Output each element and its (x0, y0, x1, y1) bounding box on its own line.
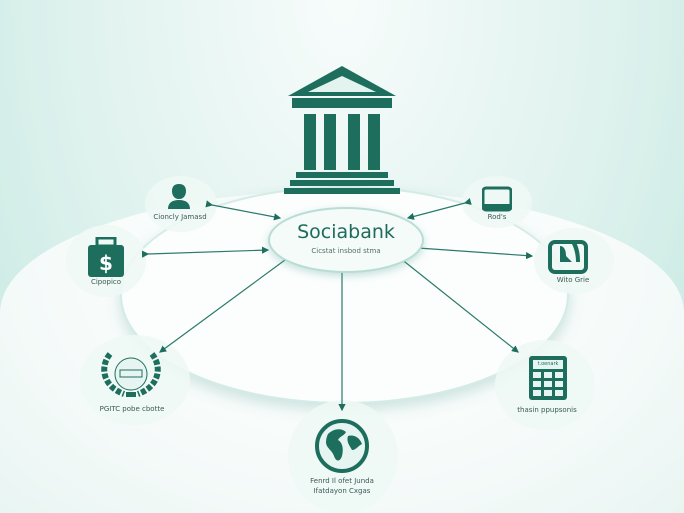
label-person: Cioncly Jamasd (153, 213, 207, 221)
label-briefcase: Cipopico (90, 278, 122, 286)
tablet-icon (482, 186, 512, 212)
center-title: Sociabank (297, 221, 395, 243)
seat-icon (548, 240, 588, 274)
laurel-wreath-icon (101, 352, 161, 397)
label-tablet: Rod's (487, 213, 507, 221)
arrow-laurel (159, 253, 292, 353)
label-globe: Fenrd Il ofet Junda (310, 477, 374, 485)
arrow-person (205, 200, 282, 221)
calculator-icon: t.oenark (529, 356, 567, 400)
dollar-briefcase-icon: $ (88, 237, 124, 277)
arrow-seat (411, 243, 534, 260)
label-laurel: PGITC pobe cbotte (99, 405, 165, 413)
svg-text:$: $ (99, 251, 113, 275)
arrow-tablet (406, 197, 472, 220)
center-subtitle: Cicstat insbod stma (311, 247, 381, 255)
globe-icon (315, 419, 369, 473)
label-seat: Wito Grie (556, 276, 590, 284)
label-globe-2: Ifatdayon Cxgas (313, 487, 371, 495)
arrow-briefcase (141, 246, 270, 258)
bank-building-icon (284, 66, 400, 194)
node-tablet[interactable] (462, 176, 532, 228)
calculator-screen: t.oenark (533, 360, 563, 369)
person-icon (168, 184, 190, 209)
center-node-sociabank[interactable]: Sociabank Cicstat insbod stma (268, 207, 424, 273)
node-seat[interactable] (534, 228, 614, 294)
label-calculator: thasin ppupsonis (517, 406, 577, 414)
arrow-calculator (398, 255, 519, 353)
